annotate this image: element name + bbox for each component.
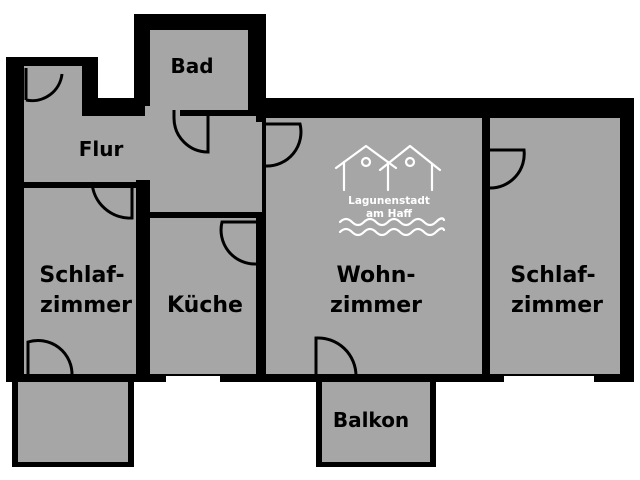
room-schlafzimmer-right xyxy=(490,118,620,374)
label-schlafzimmer-right-line2: zimmer xyxy=(511,293,603,318)
door-entrance xyxy=(24,68,64,103)
label-schlafzimmer-left-line1: Schlaf- xyxy=(39,263,124,288)
door-swings xyxy=(24,68,526,377)
two-houses-waves-logo xyxy=(334,144,446,237)
room-wohnzimmer xyxy=(266,118,482,374)
label-balkon: Balkon xyxy=(333,408,409,432)
room-labels: Bad Flur Schlaf- zimmer Küche Wohn- zimm… xyxy=(39,54,603,432)
interior-walls xyxy=(136,116,490,218)
door-flur-wohnzimmer xyxy=(265,122,303,168)
door-bad xyxy=(172,110,210,154)
room-schlafzimmer-left xyxy=(24,188,136,374)
logo-text-line1: Lagunenstadt xyxy=(348,195,430,207)
label-flur: Flur xyxy=(79,137,124,161)
logo: Lagunenstadt am Haff xyxy=(334,144,446,237)
label-kueche: Küche xyxy=(167,293,243,318)
label-wohnzimmer-line1: Wohn- xyxy=(336,263,415,288)
label-bad: Bad xyxy=(170,54,213,78)
room-balkon xyxy=(322,382,430,462)
room-bad xyxy=(150,30,248,110)
label-wohnzimmer-line2: zimmer xyxy=(330,293,422,318)
door-balkon xyxy=(314,336,358,377)
window-openings xyxy=(166,376,594,388)
door-schlafzimmer-right xyxy=(489,148,526,190)
door-kueche xyxy=(219,220,257,266)
room-balkon-left xyxy=(18,382,128,462)
door-balkon-left xyxy=(26,338,74,377)
room-flur xyxy=(24,66,262,212)
logo-text-line2: am Haff xyxy=(366,208,413,220)
label-schlafzimmer-left-line2: zimmer xyxy=(40,293,132,318)
door-schlafzimmer-left xyxy=(90,181,134,220)
room-floors xyxy=(18,30,620,462)
room-kueche xyxy=(150,218,256,374)
label-schlafzimmer-right-line1: Schlaf- xyxy=(510,263,595,288)
